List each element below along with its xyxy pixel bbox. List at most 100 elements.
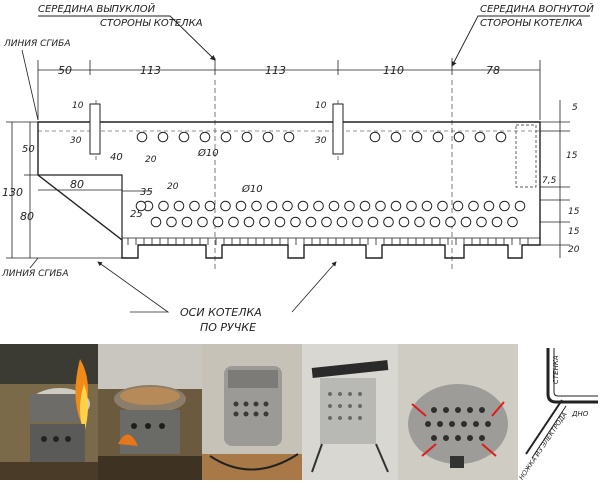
- offset-25: 25: [130, 209, 143, 220]
- right-dim-7-5: 7,5: [542, 176, 557, 186]
- concave-middle-label-line1: СЕРЕДИНА ВОГНУТОЙ: [480, 2, 594, 15]
- hole: [243, 216, 255, 228]
- hole: [297, 200, 309, 212]
- top-dim-110: 110: [383, 64, 404, 77]
- pattern-outline: [37, 121, 541, 259]
- hole: [445, 216, 456, 228]
- handle-axes-label-line1: ОСИ КОТЕЛКА: [180, 306, 262, 319]
- slot-width-1: 10: [72, 101, 84, 111]
- hole: [476, 216, 487, 228]
- hole: [359, 200, 371, 212]
- hole: [166, 216, 177, 228]
- hole: [290, 216, 301, 228]
- hole: [453, 131, 465, 143]
- offset-35: 35: [140, 187, 153, 198]
- convex-middle-leader: [38, 15, 216, 61]
- hole: [414, 216, 425, 228]
- hole: [460, 216, 472, 228]
- hole: [178, 131, 190, 143]
- right-tab-dashed: [515, 124, 537, 188]
- left-dim-50: 50: [22, 144, 35, 155]
- right-dim-15-a: 15: [568, 227, 580, 237]
- slot-height-2: 30: [315, 136, 327, 146]
- hole: [173, 200, 185, 212]
- hole: [251, 200, 262, 212]
- hole: [406, 200, 417, 212]
- hole: [321, 216, 332, 228]
- hole: [150, 216, 162, 228]
- hole: [495, 131, 507, 143]
- slot-middle: [332, 103, 344, 155]
- fold-line-leader-bottom: [29, 257, 39, 269]
- hole: [220, 131, 232, 143]
- hole: [483, 200, 495, 212]
- hole: [411, 131, 423, 143]
- hole: [220, 200, 231, 212]
- hole: [282, 200, 293, 212]
- hole: [432, 131, 444, 143]
- fold-line-label-top: ЛИНИЯ СГИБА: [3, 39, 70, 49]
- hole: [429, 216, 441, 228]
- hole: [507, 216, 518, 228]
- handle-axes-leader-2: [291, 261, 337, 313]
- hole: [212, 216, 224, 228]
- leg-detail-sketch: СТЕНКА ДНО НОЖКА ИЗ ЭЛЕКТРОДА: [518, 344, 600, 480]
- fold-line-label-bottom: ЛИНИЯ СГИБА: [1, 269, 68, 279]
- center-axes: [95, 80, 453, 270]
- bottom-comb-ticks: [122, 237, 540, 245]
- top-dimension-ticks: [37, 58, 541, 120]
- hole: [197, 216, 208, 228]
- top-dim-50: 50: [58, 64, 72, 77]
- convex-middle-label-line2: СТОРОНЫ КОТЕЛКА: [100, 18, 203, 29]
- hole: [259, 216, 270, 228]
- photo-stove-assembled: [202, 344, 302, 480]
- right-dim-20: 20: [568, 245, 580, 255]
- hole: [390, 131, 402, 143]
- holes-group: [135, 131, 526, 228]
- hole: [136, 131, 148, 143]
- detail-bottom-label: ДНО: [571, 410, 589, 418]
- photo-stove-bottom-view: [398, 344, 518, 480]
- hole: [398, 216, 410, 228]
- hole: [228, 216, 239, 228]
- right-dim-15: 15: [566, 151, 578, 161]
- slot-offset-40: 40: [110, 152, 123, 163]
- hole: [367, 216, 379, 228]
- hole: [491, 216, 503, 228]
- hole: [189, 200, 200, 212]
- hole: [514, 200, 526, 212]
- hole: [241, 131, 253, 143]
- pattern-step: [38, 174, 123, 240]
- hole: [135, 200, 147, 212]
- hole: [157, 131, 169, 143]
- hole: [266, 200, 278, 212]
- right-dimension-ticks: [540, 121, 570, 246]
- hole: [313, 200, 324, 212]
- right-dim-5: 5: [572, 103, 578, 113]
- hole-diam-2: Ø10: [241, 183, 263, 195]
- hole: [283, 131, 295, 143]
- stove-pattern-drawing: СЕРЕДИНА ВЫПУКЛОЙ СТОРОНЫ КОТЕЛКА СЕРЕДИ…: [1, 2, 594, 334]
- left-dim-80: 80: [20, 210, 34, 223]
- hole: [328, 200, 340, 212]
- concave-middle-label-line2: СТОРОНЫ КОТЕЛКА: [480, 18, 583, 29]
- hole: [158, 200, 169, 212]
- hole: [421, 200, 433, 212]
- slot-width-2: 10: [315, 101, 327, 111]
- hole: [468, 200, 479, 212]
- hole: [344, 200, 355, 212]
- hole: [383, 216, 394, 228]
- hole: [235, 200, 247, 212]
- hole: [452, 200, 464, 212]
- right-dim-15-b: 15: [568, 207, 580, 217]
- hole: [375, 200, 386, 212]
- slot-left: [89, 103, 101, 155]
- top-dim-113-a: 113: [140, 64, 161, 77]
- hole: [274, 216, 286, 228]
- hole: [352, 216, 363, 228]
- small-20-a: 20: [145, 155, 157, 165]
- photo-stove-frame: [302, 344, 398, 480]
- hole: [262, 131, 274, 143]
- hole: [499, 200, 510, 212]
- photo-stove-burning-1: [0, 344, 98, 480]
